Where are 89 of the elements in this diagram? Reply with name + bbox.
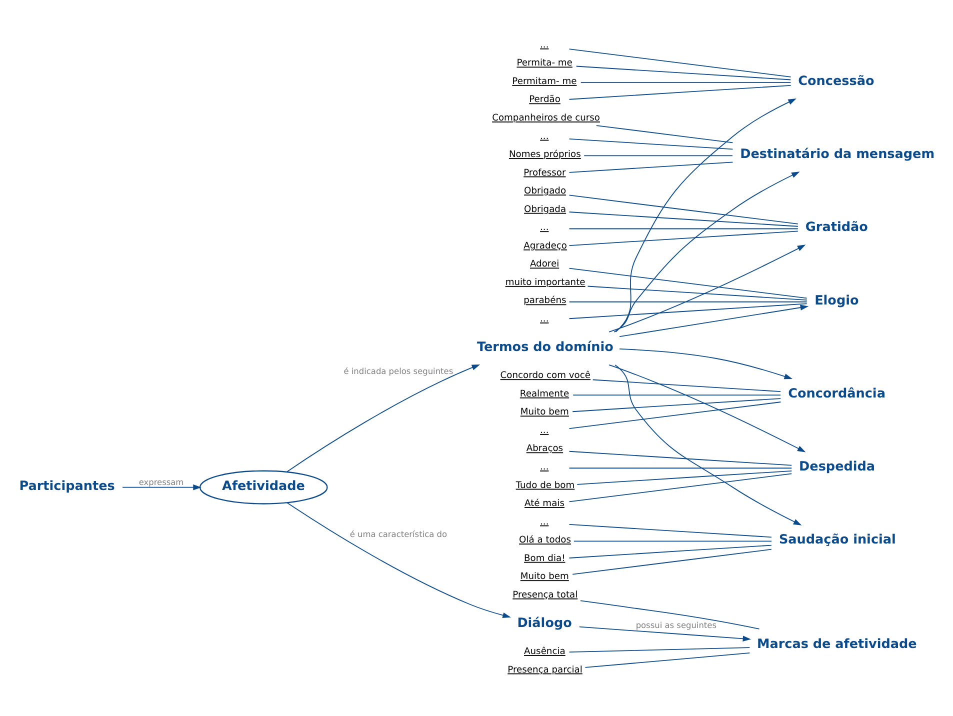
connector bbox=[580, 82, 792, 83]
connector bbox=[568, 450, 792, 466]
arrow bbox=[619, 304, 809, 337]
node-text: Companheiros de curso bbox=[492, 113, 600, 124]
connector bbox=[568, 544, 772, 558]
edge-label: possui as seguintes bbox=[636, 620, 716, 630]
node-text: Despedida bbox=[799, 459, 876, 474]
node-text: Muito bem bbox=[520, 407, 569, 418]
connector bbox=[568, 267, 808, 298]
edge-label: é uma característica do bbox=[350, 528, 448, 538]
node-text: Elogio bbox=[814, 292, 859, 308]
node-text: ... bbox=[540, 40, 549, 50]
connector bbox=[568, 230, 798, 246]
node-text: ... bbox=[540, 222, 549, 233]
connector bbox=[584, 154, 733, 156]
connector bbox=[568, 646, 750, 652]
arrow bbox=[578, 626, 752, 641]
connector bbox=[568, 302, 808, 319]
node-text: Presença total bbox=[512, 590, 578, 600]
node-text: Presença parcial bbox=[508, 664, 582, 675]
arrow bbox=[122, 484, 202, 490]
node-text: Concessão bbox=[798, 74, 874, 89]
arrow bbox=[608, 364, 806, 452]
node-text: Diálogo bbox=[517, 615, 572, 630]
connector bbox=[568, 161, 734, 172]
arrow bbox=[608, 244, 806, 332]
node-text: Permita- me bbox=[516, 58, 572, 68]
node-text: Destinatário da mensagem bbox=[740, 146, 935, 162]
edge-label: é indicada pelos seguintes bbox=[344, 366, 454, 376]
arrow bbox=[614, 171, 800, 332]
connector bbox=[573, 540, 772, 542]
connector bbox=[592, 378, 781, 392]
connector bbox=[576, 65, 792, 80]
node-text: Nomes próprios bbox=[508, 150, 581, 160]
node-text: Agradeço bbox=[524, 240, 567, 251]
edge-label: expressam bbox=[138, 476, 184, 486]
connector bbox=[587, 285, 808, 300]
arrow bbox=[615, 98, 796, 332]
connector bbox=[568, 48, 792, 77]
connector bbox=[568, 138, 734, 150]
node-text: ... bbox=[540, 131, 549, 142]
node-text: ... bbox=[540, 462, 549, 472]
node-text: Tudo de bom bbox=[516, 480, 575, 490]
connector bbox=[568, 300, 808, 302]
node-text: Realmente bbox=[520, 388, 570, 399]
connector bbox=[572, 394, 781, 395]
node-text: Obrigada bbox=[524, 204, 566, 214]
arrow bbox=[286, 502, 511, 618]
node-text: ... bbox=[540, 314, 549, 324]
node-text: Obrigado bbox=[524, 186, 566, 196]
node-text: Perdão bbox=[529, 94, 560, 105]
connector bbox=[568, 401, 782, 429]
connector bbox=[584, 652, 750, 668]
node-text: Até mais bbox=[524, 498, 564, 509]
node-text: Adorei bbox=[530, 259, 560, 270]
node-text: Bom dia! bbox=[524, 553, 566, 564]
connector bbox=[572, 548, 772, 574]
node-text: Muito bem bbox=[520, 572, 569, 582]
node-text: Ausência bbox=[524, 646, 566, 657]
connector bbox=[572, 398, 781, 412]
node-text: ... bbox=[540, 425, 549, 436]
node-text: parabéns bbox=[524, 296, 566, 306]
arrow bbox=[286, 364, 480, 472]
connector bbox=[568, 523, 772, 538]
node-text: Termos do domínio bbox=[477, 339, 614, 354]
node-text: Saudação inicial bbox=[778, 532, 896, 548]
node-text: Marcas de afetividade bbox=[757, 636, 917, 652]
node-text: ... bbox=[540, 516, 549, 527]
node-text: Professor bbox=[524, 168, 566, 178]
node-text: Concordância bbox=[788, 386, 886, 402]
connector bbox=[568, 194, 798, 224]
connector bbox=[568, 467, 792, 468]
connector bbox=[568, 228, 798, 229]
arrow bbox=[614, 364, 802, 525]
connector bbox=[580, 600, 760, 629]
node-text: Gratidão bbox=[805, 220, 868, 235]
node-text: Abraços bbox=[526, 444, 564, 454]
connector bbox=[568, 211, 798, 226]
node-text: Participantes bbox=[19, 478, 115, 494]
connector bbox=[568, 84, 792, 100]
connector bbox=[568, 472, 792, 502]
connector bbox=[596, 124, 734, 143]
node-text: Concordo com você bbox=[500, 370, 591, 381]
connector bbox=[576, 470, 792, 484]
node-text: Olá a todos bbox=[519, 535, 572, 546]
node-text: muito importante bbox=[505, 277, 586, 288]
arrow bbox=[619, 348, 792, 379]
node-ellipse: Afetividade bbox=[199, 470, 328, 504]
node-text: Permitam- me bbox=[512, 76, 577, 86]
